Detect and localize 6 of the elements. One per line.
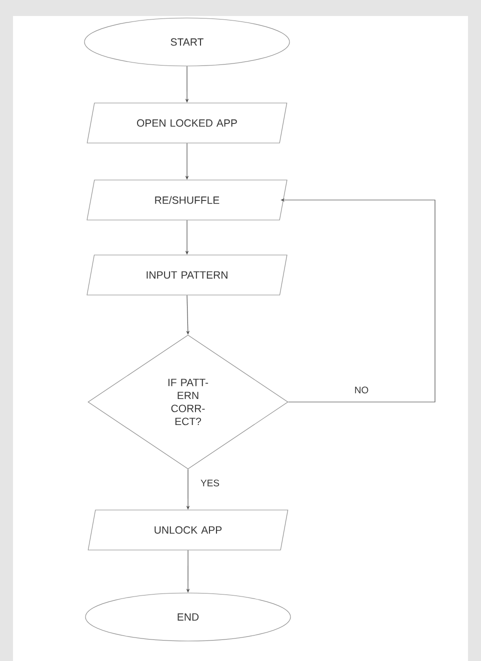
input-output-box: UNLOCK APP (88, 510, 288, 550)
input-output-box: OPEN LOCKED APP (86, 102, 288, 144)
edge-label: NO (353, 386, 370, 394)
input-output-box: RE/SHUFFLE (86, 180, 288, 220)
edge-label: YES (200, 478, 220, 488)
input-output-box: INPUT PATTERN (86, 254, 288, 296)
